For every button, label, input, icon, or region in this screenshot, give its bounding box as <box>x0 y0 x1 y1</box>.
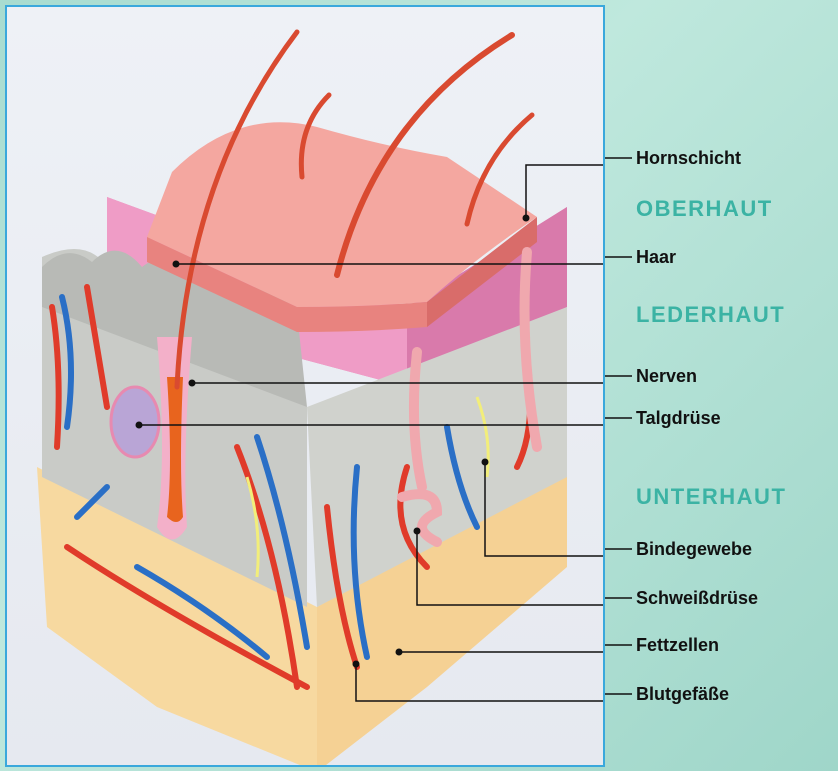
label-schweissdruese: Schweißdrüse <box>636 588 758 608</box>
section-unterhaut: UNTERHAUT <box>636 484 786 510</box>
section-oberhaut: OBERHAUT <box>636 196 773 222</box>
label-fettzellen: Fettzellen <box>636 635 719 655</box>
label-nerven: Nerven <box>636 366 697 386</box>
label-talgdruese: Talgdrüse <box>636 408 721 428</box>
label-haar: Haar <box>636 247 676 267</box>
label-bindegewebe: Bindegewebe <box>636 539 752 559</box>
section-lederhaut: LEDERHAUT <box>636 302 785 328</box>
label-blutgefaesse: Blutgefäße <box>636 684 729 704</box>
label-hornschicht: Hornschicht <box>636 148 741 168</box>
illustration-panel <box>5 5 605 767</box>
sebaceous-gland <box>111 387 159 457</box>
skin-cross-section-illustration <box>7 7 605 767</box>
